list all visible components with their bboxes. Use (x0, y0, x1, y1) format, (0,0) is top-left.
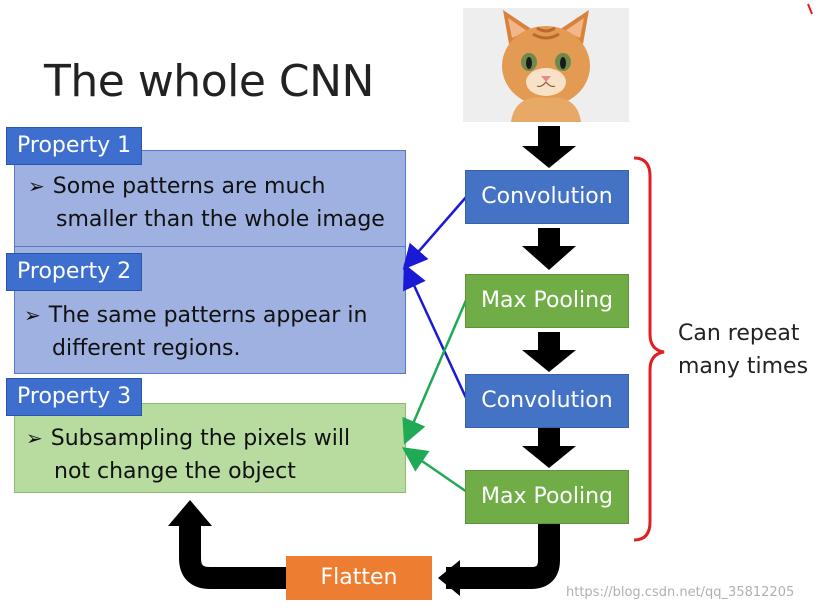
flatten-output-arrow (179, 524, 288, 589)
property-1-text: ➢Some patterns are much smaller than the… (28, 174, 385, 232)
bullet-arrow-icon: ➢ (28, 174, 45, 198)
to-flatten-arrow (446, 524, 560, 589)
max-pooling-step-1: Max Pooling (465, 274, 629, 328)
property-2-label: Property 2 (6, 253, 143, 291)
down-arrow-icon (522, 228, 576, 270)
flatten-step: Flatten (286, 556, 432, 600)
max-pooling-step-2: Max Pooling (465, 470, 629, 524)
convolution-step-1: Convolution (465, 170, 629, 224)
watermark: https://blog.csdn.net/qq_35812205 (566, 585, 795, 600)
repeat-label: Can repeat many times (678, 321, 809, 379)
down-arrow-icon (522, 332, 576, 372)
property-1-box (14, 150, 406, 248)
down-arrow-icon (522, 428, 576, 468)
property-3-box (14, 403, 406, 493)
property-3-text: ➢Subsampling the pixels will not change … (26, 426, 351, 484)
property-3-label: Property 3 (6, 378, 143, 416)
bullet-arrow-icon: ➢ (26, 426, 43, 450)
bullet-arrow-icon: ➢ (24, 303, 41, 327)
kitten-image (463, 8, 629, 122)
repeat-brace (633, 156, 665, 542)
property-1-label: Property 1 (6, 127, 143, 165)
page-title: The whole CNN (44, 56, 374, 107)
convolution-step-2: Convolution (465, 374, 629, 428)
down-arrow-icon (522, 126, 576, 168)
property-2-text: ➢The same patterns appear in different r… (24, 303, 368, 361)
